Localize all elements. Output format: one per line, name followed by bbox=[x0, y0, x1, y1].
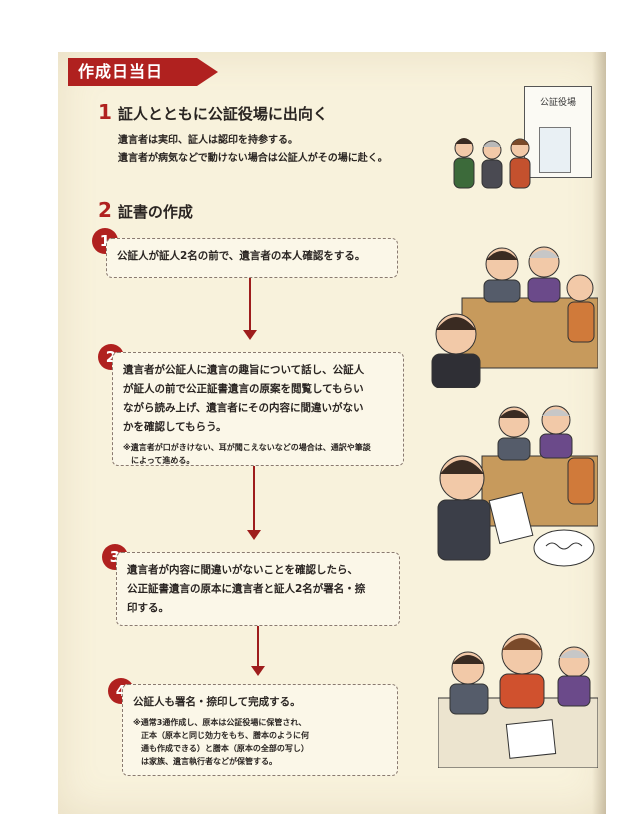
step4-note-line: 正本（原本と同じ効力をもち、謄本のように何 bbox=[133, 731, 309, 740]
step4-note: ※通常3通作成し、原本は公証役場に保管され、 正本（原本と同じ効力をもち、謄本の… bbox=[133, 716, 387, 768]
page-gutter-shadow bbox=[592, 52, 606, 814]
section1-line: 遺言者が病気などで動けない場合は公証人がその場に赴く。 bbox=[118, 153, 388, 164]
day-banner: 作成日当日 bbox=[68, 58, 218, 86]
arrow-head-1-2 bbox=[243, 330, 257, 340]
step2-line: ながら読み上げ、遺言者にその内容に間違いがない bbox=[123, 402, 364, 414]
walking-people-illustration bbox=[453, 138, 531, 189]
step4-text: 公証人も署名・捺印して完成する。 bbox=[133, 696, 301, 708]
section1-number: 1 bbox=[98, 100, 112, 124]
section2-number: 2 bbox=[98, 198, 112, 222]
step4-note-line: は家族、遺言執行者などが保管する。 bbox=[133, 757, 277, 766]
step2-line: 遺言者が公証人に遺言の趣旨について話し、公証人 bbox=[123, 364, 365, 376]
arrow-head-3-4 bbox=[251, 666, 265, 676]
step4-note-line: 通も作成できる）と謄本（原本の全部の写し） bbox=[133, 744, 309, 753]
section2-title: 証書の作成 bbox=[117, 203, 193, 221]
section1-title: 証人とともに公証役場に出向く bbox=[117, 105, 328, 123]
step2-note: ※遺言者が口がきけない、耳が聞こえないなどの場合は、通訳や筆談 によって進める。 bbox=[123, 441, 393, 467]
signing-illustration bbox=[438, 633, 598, 768]
section2-heading: 2 証書の作成 bbox=[98, 198, 193, 222]
arrow-head-2-3 bbox=[247, 530, 261, 540]
step2-line: が証人の前で公正証書遺言の原案を閲覧してもらい bbox=[123, 383, 364, 395]
step3-line: 公正証書遺言の原本に遺言者と証人2名が署名・捺 bbox=[127, 583, 366, 595]
reading-draft-illustration bbox=[437, 405, 598, 567]
arrow-2-3 bbox=[253, 466, 255, 530]
notary-office-illustration: 公証役場 bbox=[524, 86, 592, 178]
office-door bbox=[539, 127, 571, 173]
section1-body: 遺言者は実印、証人は認印を持参する。 遺言者が病気などで動けない場合は公証人がそ… bbox=[118, 132, 388, 168]
step4-box: 公証人も署名・捺印して完成する。 ※通常3通作成し、原本は公証役場に保管され、 … bbox=[122, 684, 398, 776]
arrow-1-2 bbox=[249, 278, 251, 330]
step2-line: かを確認してもらう。 bbox=[123, 421, 227, 433]
section1-heading: 1 証人とともに公証役場に出向く bbox=[98, 100, 328, 124]
step2-box: 遺言者が公証人に遺言の趣旨について話し、公証人 が証人の前で公正証書遺言の原案を… bbox=[112, 352, 404, 466]
office-sign: 公証役場 bbox=[539, 98, 576, 108]
step4-note-line: ※通常3通作成し、原本は公証役場に保管され、 bbox=[133, 718, 307, 727]
step2-note-line: によって進める。 bbox=[123, 456, 195, 465]
identity-check-illustration bbox=[431, 246, 598, 388]
section1-line: 遺言者は実印、証人は認印を持参する。 bbox=[118, 135, 298, 146]
step1-box: 公証人が証人2名の前で、遺言者の本人確認をする。 bbox=[106, 238, 398, 278]
arrow-3-4 bbox=[257, 626, 259, 666]
step3-line: 印する。 bbox=[127, 602, 169, 614]
step1-text: 公証人が証人2名の前で、遺言者の本人確認をする。 bbox=[117, 250, 366, 262]
document-page: 作成日当日 1 証人とともに公証役場に出向く 遺言者は実印、証人は認印を持参する。… bbox=[58, 52, 606, 814]
step2-note-line: ※遺言者が口がきけない、耳が聞こえないなどの場合は、通訳や筆談 bbox=[123, 443, 371, 452]
step3-line: 遺言者が内容に間違いがないことを確認したら、 bbox=[127, 564, 358, 576]
step3-box: 遺言者が内容に間違いがないことを確認したら、 公正証書遺言の原本に遺言者と証人2… bbox=[116, 552, 400, 626]
